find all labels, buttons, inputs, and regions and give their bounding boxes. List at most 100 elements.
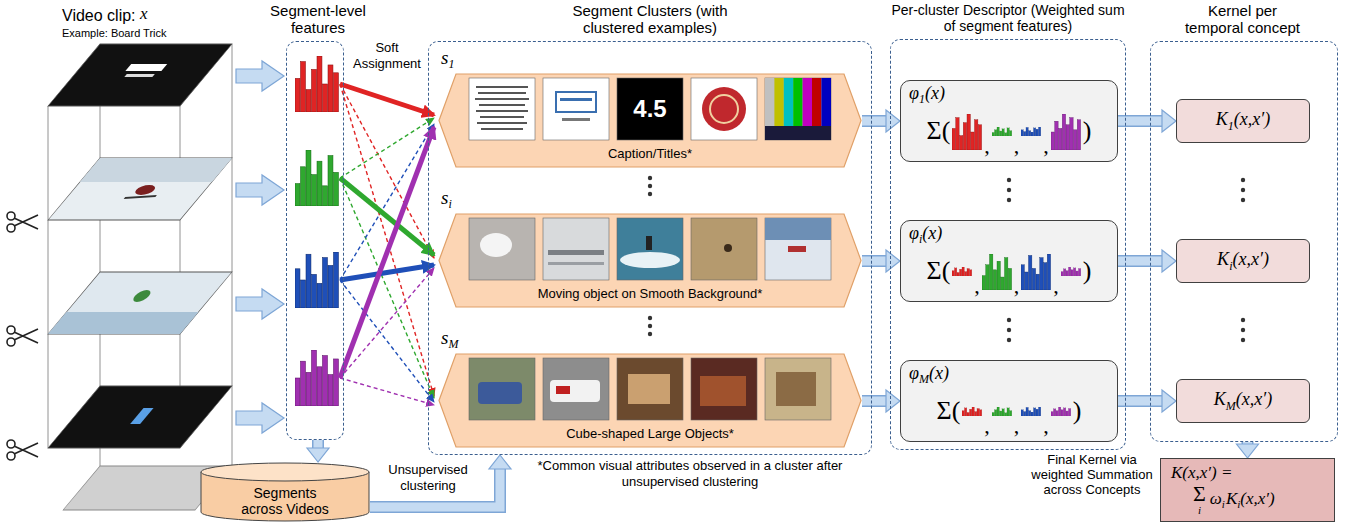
kernel-args: (x,x′) <box>1240 490 1274 509</box>
histogram-bars <box>952 114 982 150</box>
thumbnail-strip <box>469 218 831 280</box>
arrow-shaft-outline <box>862 395 886 407</box>
thumbnail-strip <box>700 376 746 406</box>
frame-to-feature-arrow <box>236 61 284 433</box>
arrow-shaft-outline <box>1118 395 1162 407</box>
kernel-box: K1(x,x′) <box>1176 99 1310 143</box>
thumbnail-strip <box>617 218 683 280</box>
video-frame <box>48 272 232 334</box>
label-wrap: 4.5 <box>617 78 683 140</box>
heading-wrap: Kernel per temporal concept <box>1181 2 1305 37</box>
cluster-symbol: s <box>441 187 448 208</box>
descriptor-label-row: φi(x) <box>909 224 1109 245</box>
arrow-shaft-outline <box>1118 255 1162 267</box>
ellipsis-dots <box>648 324 652 328</box>
video-frame <box>124 74 155 77</box>
thumbnail-strip <box>481 128 523 130</box>
formula-row: ΣiωiKi(x,x′) <box>1171 483 1324 516</box>
thumbnail-strip <box>469 358 535 420</box>
thumbnail-strip <box>469 78 535 140</box>
thumbnail-strip <box>560 98 592 101</box>
video-frame <box>124 196 156 198</box>
mini-histogram <box>952 267 972 276</box>
thumbnail-strip <box>812 78 821 126</box>
cylinder-top <box>201 463 369 481</box>
scissors-icon <box>7 452 15 460</box>
thumbnail-strip <box>765 218 831 240</box>
arrow-head <box>1162 390 1176 412</box>
thumbnail-strip <box>646 236 652 250</box>
video-frame <box>132 185 158 195</box>
arrow-shaft-outline <box>862 255 886 267</box>
edge-label: Unsupervised clustering <box>376 462 480 493</box>
thumbnail-strip <box>562 118 590 121</box>
sum-comma: , <box>984 414 990 438</box>
thumbnail-strip <box>765 78 831 140</box>
database-cylinder: Segments across Videos <box>200 462 370 522</box>
dashed-group: Per-cluster Descriptor (Weighted sum of … <box>890 2 1126 450</box>
block-arrow <box>1118 110 1176 132</box>
mini-histogram <box>992 407 1012 416</box>
mini-histogram <box>1051 114 1081 150</box>
group-heading: Segment Clusters (with clustered example… <box>560 2 740 37</box>
arrow-shaft-outline <box>312 440 324 448</box>
arrow-shaft <box>862 397 886 406</box>
ellipsis-dots <box>1241 188 1245 192</box>
heading-wrap: Segment-level features <box>266 2 370 37</box>
thumbnail-strip <box>478 382 522 404</box>
thumbnail-strip <box>724 244 732 252</box>
ellipsis-dots <box>1241 328 1245 332</box>
weight-index: i <box>1222 499 1225 510</box>
group-heading: Per-cluster Descriptor (Weighted sum of … <box>890 2 1126 34</box>
descriptor-sum-row: Σ(,,,) <box>909 385 1109 438</box>
ellipsis-dots <box>1241 318 1245 322</box>
ellipsis-dots <box>1007 198 1011 202</box>
arrow-head <box>1162 250 1176 272</box>
text-label: *Common visual attributes observed in a … <box>515 458 865 489</box>
edge-label-wrap: Unsupervised clustering <box>376 462 480 493</box>
cluster-symbol-wrap: s1 <box>441 48 454 70</box>
ellipsis-dots <box>1241 178 1245 182</box>
arrow-head <box>307 448 329 462</box>
thumbnail-strip <box>543 218 609 280</box>
descriptor-sum-row: Σ(,,,) <box>909 105 1109 158</box>
thumbnail-strip <box>480 233 512 257</box>
soft-assignment-strong <box>340 84 434 378</box>
sum-open: Σ( <box>927 257 951 286</box>
thumbnail-strip <box>480 116 524 118</box>
descriptor-label-row: φ1(x) <box>909 84 1109 105</box>
arrow-shaft <box>314 440 323 448</box>
thumbnail-strip <box>776 372 816 406</box>
block-arrow <box>862 110 900 132</box>
ellipsis-dots <box>1241 198 1245 202</box>
scissors-icon <box>7 338 15 346</box>
block-arrow <box>1237 442 1259 458</box>
histogram-bars <box>1021 407 1041 416</box>
thumbnail-strip <box>476 86 528 88</box>
thumbnail-strip <box>793 78 802 126</box>
thumbnail-strip <box>543 78 609 140</box>
descriptor-index: i <box>919 232 922 246</box>
sum-comma: , <box>984 134 990 158</box>
ellipsis-dots <box>648 176 1245 342</box>
formula-text: K(x,x′) = <box>1171 464 1324 483</box>
video-frame <box>48 158 232 220</box>
dashed-border <box>286 41 344 440</box>
label-wrap: Example: Board Trick <box>62 27 167 40</box>
thumbnail-strip <box>476 110 528 112</box>
heading-wrap: Per-cluster Descriptor (Weighted sum of … <box>890 2 1126 34</box>
arrow-head <box>1162 110 1176 132</box>
scissors-icon <box>7 440 15 448</box>
sum-comma: , <box>1014 134 1020 158</box>
histogram-bars <box>992 407 1012 416</box>
frame-to-feature-arrow <box>236 403 284 433</box>
sum-comma: , <box>1043 134 1049 158</box>
descriptor-index: M <box>919 372 929 386</box>
thumbnail-strip <box>617 358 683 420</box>
frame-to-feature-arrow <box>236 175 284 205</box>
kernel-index: 1 <box>1228 119 1234 133</box>
thumbnail-strip <box>475 98 529 100</box>
block-arrow <box>1118 250 1176 272</box>
cluster-hexagon: siMoving object on Smooth Background* <box>438 190 862 308</box>
arrow-head <box>1237 444 1259 458</box>
